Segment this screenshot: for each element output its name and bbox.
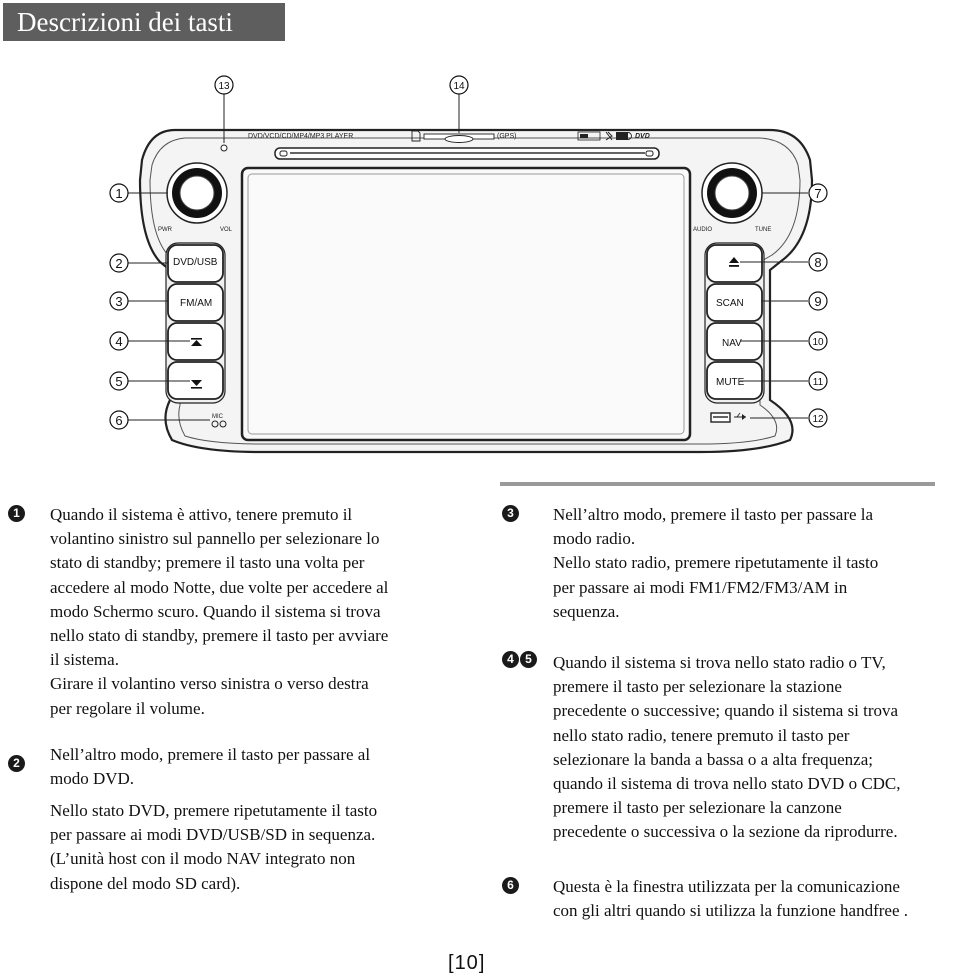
fm-am-button[interactable]: FM/AM <box>167 283 224 322</box>
svg-text:6: 6 <box>115 413 122 428</box>
section-2-text-b: Nello stato DVD, premere ripetutamente i… <box>50 801 378 893</box>
section-45-text: Quando il sistema si trova nello stato r… <box>553 653 901 842</box>
marker-1: 1 <box>8 505 25 522</box>
marker-5: 5 <box>520 651 537 668</box>
svg-text:DVD/USB: DVD/USB <box>173 257 218 268</box>
section-1-text: Quando il sistema è attivo, tenere premu… <box>50 505 389 718</box>
section-2-text-a: Nell’altro modo, premere il tasto per pa… <box>50 745 371 789</box>
callout-7: 7 <box>808 183 828 203</box>
callout-11: 11 <box>808 371 828 391</box>
svg-text:2: 2 <box>115 256 122 271</box>
callout-4: 4 <box>109 331 129 351</box>
page-title: Descrizioni dei tasti <box>3 3 285 41</box>
svg-text:8: 8 <box>814 255 821 270</box>
callout-8: 8 <box>808 252 828 272</box>
device-diagram: DVD/VCD/CD/MP4/MP3 PLAYER (GPS) DVD PWR … <box>109 75 828 454</box>
volume-knob[interactable] <box>166 162 228 224</box>
dvd-usb-button[interactable]: DVD/USB <box>167 244 224 283</box>
svg-text:14: 14 <box>453 81 465 92</box>
marker-2: 2 <box>8 755 25 772</box>
usb-icon <box>734 412 746 420</box>
svg-text:12: 12 <box>812 414 824 425</box>
screen <box>240 166 692 442</box>
svg-text:SCAN: SCAN <box>716 298 744 309</box>
pwr-label: PWR <box>158 227 173 233</box>
page-number: [10] <box>448 952 486 974</box>
svg-text:NAV: NAV <box>722 338 742 349</box>
callout-1: 1 <box>109 183 129 203</box>
mic-label: MIC <box>212 414 224 420</box>
svg-text:MUTE: MUTE <box>716 377 745 388</box>
svg-text:3: 3 <box>115 294 122 309</box>
callout-14: 14 <box>449 75 469 95</box>
sd-card-icon <box>411 130 421 142</box>
svg-text:7: 7 <box>814 186 821 201</box>
svg-text:4: 4 <box>115 334 122 349</box>
mic-hole <box>211 420 219 428</box>
section-3-text: Nell’altro modo, premere il tasto per pa… <box>553 505 879 621</box>
vol-label: VOL <box>220 227 233 233</box>
nav-button[interactable]: NAV <box>706 322 763 361</box>
audio-label: AUDIO <box>693 227 712 233</box>
marker-4: 4 <box>502 651 519 668</box>
callout-13: 13 <box>214 75 234 95</box>
indicator-led <box>220 144 228 152</box>
callout-2: 2 <box>109 253 129 273</box>
callout-6: 6 <box>109 410 129 430</box>
arrow-up-icon <box>191 338 202 346</box>
svg-text:FM/AM: FM/AM <box>180 298 212 309</box>
marker-3: 3 <box>502 505 519 522</box>
top-label: DVD/VCD/CD/MP4/MP3 PLAYER <box>248 133 353 140</box>
section-6-text: Questa è la finestra utilizzata per la c… <box>553 877 908 921</box>
svg-text:13: 13 <box>218 81 230 92</box>
usb-port[interactable] <box>710 412 731 423</box>
format-logos: DVD <box>577 131 650 141</box>
eject-button[interactable] <box>706 244 763 283</box>
svg-text:1: 1 <box>115 186 122 201</box>
callout-9: 9 <box>808 291 828 311</box>
svg-text:9: 9 <box>814 294 821 309</box>
callout-3: 3 <box>109 291 129 311</box>
arrow-down-icon <box>191 380 202 389</box>
gps-label: (GPS) <box>497 133 516 140</box>
tune-knob[interactable] <box>701 162 763 224</box>
section-divider <box>500 482 935 486</box>
svg-text:11: 11 <box>813 377 824 388</box>
marker-6: 6 <box>502 877 519 894</box>
eject-icon <box>729 257 739 267</box>
callout-12: 12 <box>808 408 828 428</box>
svg-text:DVD: DVD <box>635 133 650 140</box>
callout-5: 5 <box>109 371 129 391</box>
svg-text:10: 10 <box>812 337 824 348</box>
scan-button[interactable]: SCAN <box>706 283 763 322</box>
tune-label: TUNE <box>755 227 771 233</box>
svg-text:5: 5 <box>115 374 122 389</box>
callout-10: 10 <box>808 331 828 351</box>
